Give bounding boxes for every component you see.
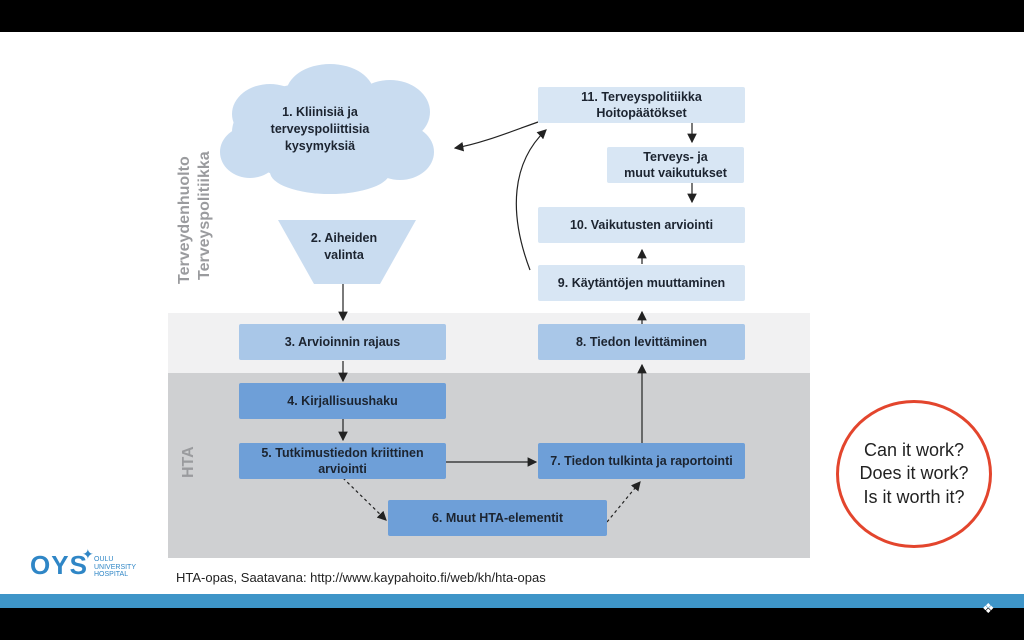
callout-line-1: Can it work?: [863, 439, 965, 460]
step-4-box: 4. Kirjallisuushaku: [239, 383, 446, 419]
book-icon[interactable]: ❖: [982, 600, 995, 616]
side-label-hta: HTA: [180, 446, 197, 478]
step-7-box: 7. Tiedon tulkinta ja raportointi: [538, 443, 745, 479]
step-6-box: 6. Muut HTA-elementit: [388, 500, 607, 536]
callout-line-3: Is it worth it?: [863, 486, 965, 507]
side-label-terveyspolitiikka: Terveyspolitiikka: [196, 151, 213, 280]
source-text: HTA-opas, Saatavana: http://www.kaypahoi…: [176, 570, 546, 585]
trapezoid-shape: [278, 220, 416, 284]
step-10-box: 10. Vaikutusten arviointi: [538, 207, 745, 243]
step-9-box: 9. Käytäntöjen muuttaminen: [538, 265, 745, 301]
step-2-text: 2. Aiheiden valinta: [310, 231, 378, 262]
cloud-shape: [220, 64, 434, 194]
accent-bar: [0, 594, 1024, 608]
slide: Terveydenhuolto Terveyspolitiikka HTA 1.…: [0, 32, 1024, 594]
callout-circle: Can it work? Does it work? Is it worth i…: [836, 400, 992, 548]
step-1-text: 1. Kliinisiä ja terveyspoliittisia kysym…: [270, 105, 370, 153]
star-icon: ✦: [82, 546, 94, 562]
diagram-connectors: [220, 64, 697, 523]
logo-wordmark: OYS: [30, 550, 88, 580]
callout-line-2: Does it work?: [859, 463, 969, 484]
side-label-terveydenhuolto: Terveydenhuolto: [176, 156, 193, 284]
step-3-box: 3. Arvioinnin rajaus: [239, 324, 446, 360]
step-8-box: 8. Tiedon levittäminen: [538, 324, 745, 360]
